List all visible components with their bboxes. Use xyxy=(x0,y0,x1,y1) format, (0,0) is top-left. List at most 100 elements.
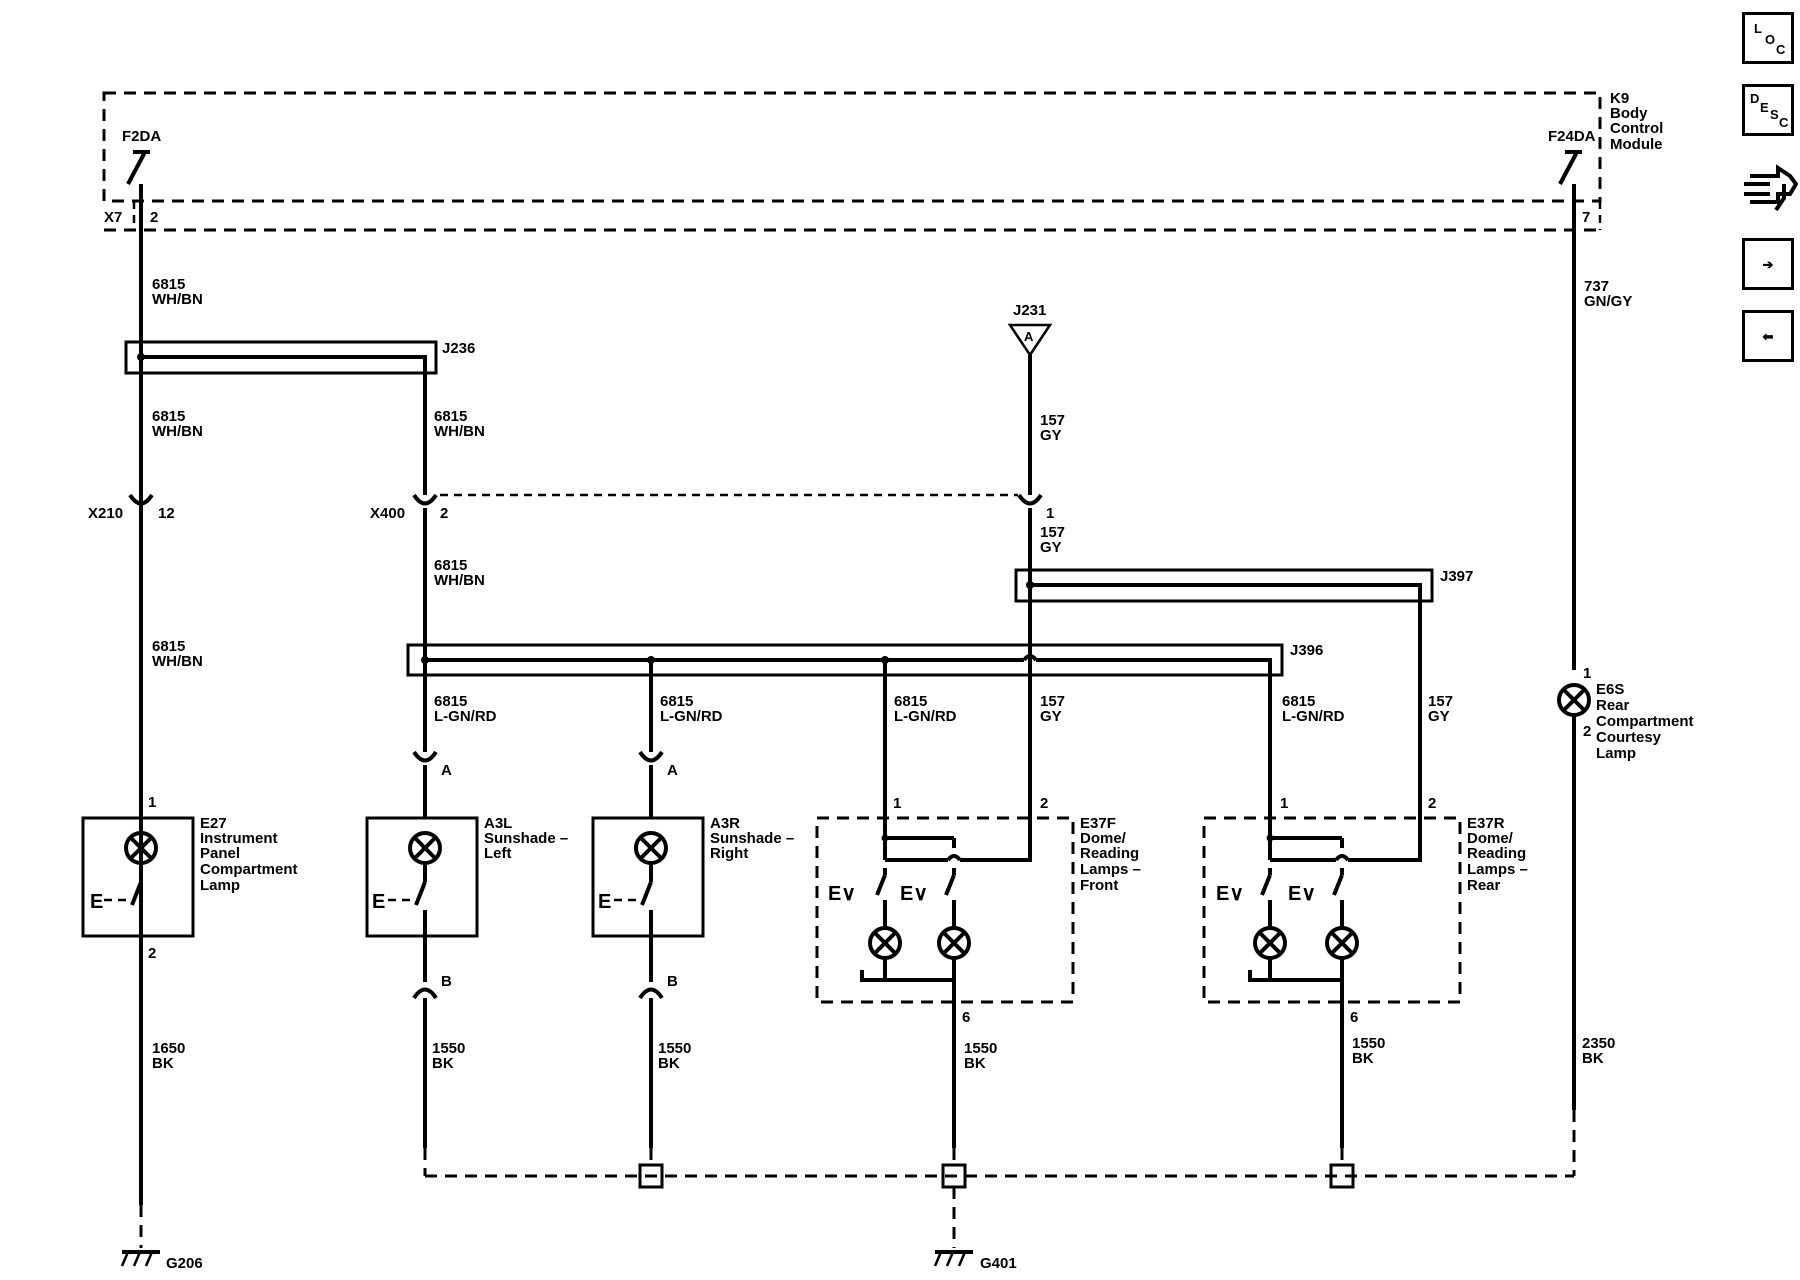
wire-1550-label-a: 1550 xyxy=(432,1040,465,1057)
ground-g206-label: G206 xyxy=(166,1255,203,1272)
x210-pin: 12 xyxy=(158,505,175,522)
wire-gy-label-a: GY xyxy=(1040,427,1062,444)
wire-6815-label-b: 6815 xyxy=(152,408,185,425)
e6s-name-2: Rear xyxy=(1596,697,1630,714)
e37r-switch-ev-2: E∨ xyxy=(1288,883,1316,905)
wire-gy-label-d: GY xyxy=(1428,708,1450,725)
pin-f2da-label: F2DA xyxy=(122,128,161,145)
wire-1550-color-d: BK xyxy=(1352,1050,1374,1067)
wire-6815-label-d: 6815 xyxy=(434,557,467,574)
a3l-lamp-box xyxy=(365,816,479,938)
x400-label: X400 xyxy=(370,505,405,522)
bcm-switch-right xyxy=(1558,151,1579,185)
wire-1650-color: BK xyxy=(152,1055,174,1072)
location-button[interactable]: L O C xyxy=(1742,12,1794,64)
wire-lgn-color-b: L-GN/RD xyxy=(660,708,723,725)
desc-s: S xyxy=(1770,107,1779,122)
e37f-name-1: E37F xyxy=(1080,815,1116,832)
e27-name-4: Compartment xyxy=(200,861,298,878)
bcm-name-3: Control xyxy=(1610,120,1663,137)
wire-whbn-label-e: WH/BN xyxy=(152,653,203,670)
description-button[interactable]: D E S C xyxy=(1742,84,1794,136)
wire-1550-label-c: 1550 xyxy=(964,1040,997,1057)
wire-2350-color: BK xyxy=(1582,1050,1604,1067)
a3r-name-3: Right xyxy=(710,845,748,862)
wire-whbn-label-c: WH/BN xyxy=(434,423,485,440)
wire-1550-label-b: 1550 xyxy=(658,1040,691,1057)
e37f-pin-2: 2 xyxy=(1040,795,1048,812)
x210-label: X210 xyxy=(88,505,123,522)
e37r-name-5: Rear xyxy=(1467,877,1501,894)
splice-j396-label: J396 xyxy=(1290,642,1323,659)
wire-1550-color-a: BK xyxy=(432,1055,454,1072)
e6s-name-1: E6S xyxy=(1596,681,1624,698)
e37f-name-3: Reading xyxy=(1080,845,1139,862)
ground-g206-icon xyxy=(120,1250,160,1267)
splice-j396 xyxy=(406,643,1284,677)
splice-j231-symbol xyxy=(1007,323,1053,358)
wire-whbn-label-d: WH/BN xyxy=(434,572,485,589)
e37f-pin-6: 6 xyxy=(962,1009,970,1026)
desc-d: D xyxy=(1750,91,1760,106)
connector-end-view-button[interactable] xyxy=(1740,154,1798,216)
a3l-pin-b: B xyxy=(441,973,452,990)
wire-lgn-label-a: 6815 xyxy=(434,693,467,710)
wire-1550-color-b: BK xyxy=(658,1055,680,1072)
bcm-switch-left xyxy=(126,151,147,185)
a3r-lamp-box xyxy=(591,816,705,938)
wire-2350-label: 2350 xyxy=(1582,1035,1615,1052)
e37r-pin-2: 2 xyxy=(1428,795,1436,812)
wire-lgn-label-d: 6815 xyxy=(1282,693,1315,710)
e37f-switch-ev-1: E∨ xyxy=(828,883,856,905)
wire-lgn-label-c: 6815 xyxy=(894,693,927,710)
e37f-pin-1: 1 xyxy=(893,795,901,812)
wire-157-label-a: 157 xyxy=(1040,412,1065,429)
wire-lgn-color-a: L-GN/RD xyxy=(434,708,497,725)
a3l-name-1: A3L xyxy=(484,815,512,832)
back-button[interactable]: ⬅ xyxy=(1742,310,1794,362)
bcm-name-4: Module xyxy=(1610,136,1663,153)
a3l-name-3: Left xyxy=(484,845,512,862)
a3r-name-2: Sunshade – xyxy=(710,830,794,847)
e27-lamp-box xyxy=(81,816,195,938)
bcm-module-box xyxy=(102,91,1602,203)
wire-lgn-color-d: L-GN/RD xyxy=(1282,708,1345,725)
wire-gngy-label: GN/GY xyxy=(1584,293,1632,310)
x7-pin-7: 7 xyxy=(1582,209,1590,226)
wire-whbn-label-b: WH/BN xyxy=(152,423,203,440)
e6s-name-4: Courtesy xyxy=(1596,729,1662,746)
x400-pin-1: 1 xyxy=(1046,505,1054,522)
x210-connector xyxy=(128,493,154,506)
ground-splice-1 xyxy=(638,1163,664,1189)
wire-gy-label-c: GY xyxy=(1040,708,1062,725)
wire-157-label-d: 157 xyxy=(1428,693,1453,710)
wire-737-label: 737 xyxy=(1584,278,1609,295)
e27-pin-1: 1 xyxy=(148,794,156,811)
forward-button[interactable]: ➔ xyxy=(1742,238,1794,290)
x400-pin-2: 2 xyxy=(440,505,448,522)
x400-connector xyxy=(412,493,438,506)
wire-lgn-label-b: 6815 xyxy=(660,693,693,710)
a3r-connector-b xyxy=(638,987,664,1000)
e27-name-1: E27 xyxy=(200,815,227,832)
a3l-switch-e: E xyxy=(372,891,385,913)
e37r-switch-ev-1: E∨ xyxy=(1216,883,1244,905)
e37f-switch-ev-2: E∨ xyxy=(900,883,928,905)
e27-name-5: Lamp xyxy=(200,877,240,894)
back-arrow-icon: ⬅ xyxy=(1762,328,1774,344)
e37r-name-2: Dome/ xyxy=(1467,830,1514,847)
a3r-pin-a: A xyxy=(667,762,678,779)
e37f-name-4: Lamps – xyxy=(1080,861,1141,878)
a3r-name-1: A3R xyxy=(710,815,740,832)
splice-j397-label: J397 xyxy=(1440,568,1473,585)
splice-j231-label: J231 xyxy=(1013,302,1046,319)
wire-1550-label-d: 1550 xyxy=(1352,1035,1385,1052)
bcm-name-1: K9 xyxy=(1610,90,1629,107)
e37f-name-2: Dome/ xyxy=(1080,830,1127,847)
wire-gy-label-b: GY xyxy=(1040,539,1062,556)
wire-1650-label: 1650 xyxy=(152,1040,185,1057)
loc-c: C xyxy=(1776,42,1786,57)
wire-lgn-color-c: L-GN/RD xyxy=(894,708,957,725)
a3l-pin-a: A xyxy=(441,762,452,779)
e37r-name-4: Lamps – xyxy=(1467,861,1528,878)
